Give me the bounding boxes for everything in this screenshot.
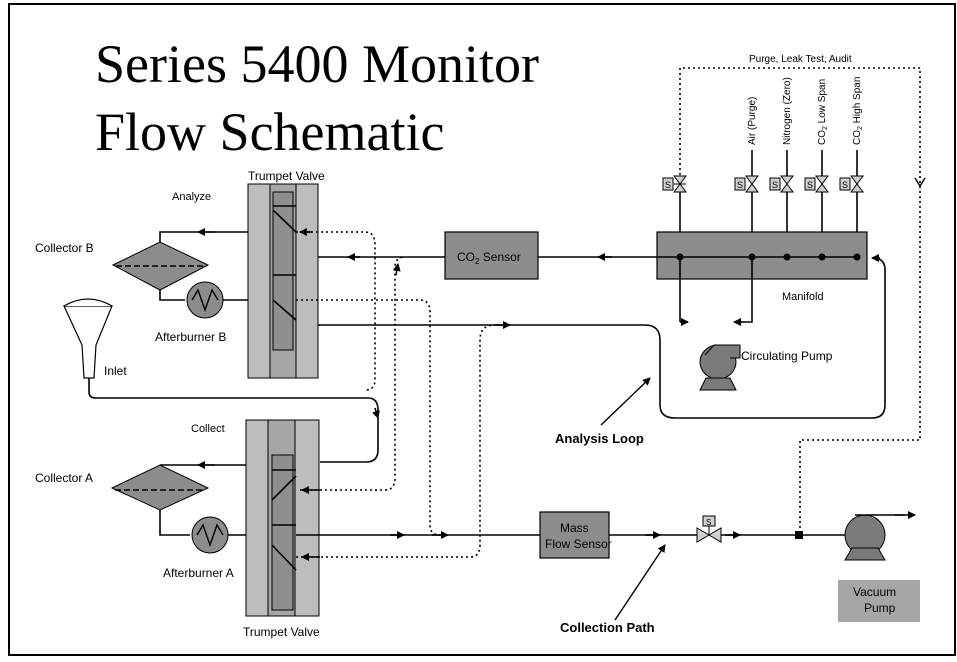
afterburner-a: Afterburner A <box>163 516 234 580</box>
trumpet-valve-top: Trumpet Valve <box>247 169 325 379</box>
analysis-loop-label: Analysis Loop <box>555 431 644 446</box>
mass-flow-sensor: Mass Flow Sensor <box>539 511 612 559</box>
svg-text:S: S <box>737 180 743 190</box>
collection-path: Collection Path <box>296 531 845 635</box>
collector-b-label: Collector B <box>35 241 94 255</box>
solenoid-valves-top: S S S S S <box>662 175 864 193</box>
trumpet-valve-top-label: Trumpet Valve <box>248 169 325 183</box>
solenoid-valve-low-span: S <box>804 175 829 193</box>
circulating-pump-label: Circulating Pump <box>741 349 833 363</box>
purge-line-label: Purge, Leak Test, Audit <box>749 54 852 65</box>
co2-low-span-label: CO2 Low Span <box>817 79 829 145</box>
inlet-label: Inlet <box>104 364 127 378</box>
analyze-label: Analyze <box>172 191 211 203</box>
svg-text:S: S <box>807 180 813 190</box>
mass-flow-label-1: Mass <box>560 521 589 535</box>
trumpet-valve-bottom: Trumpet Valve <box>243 419 320 639</box>
title-line-1: Series 5400 Monitor <box>95 34 539 94</box>
circulating-pump: Circulating Pump <box>679 257 833 391</box>
collector-a-label: Collector A <box>35 471 93 485</box>
svg-text:S: S <box>842 180 848 190</box>
purge-line: Purge, Leak Test, Audit <box>679 54 926 538</box>
analysis-loop: Analysis Loop <box>300 254 886 446</box>
title-line-2: Flow Schematic <box>95 102 444 162</box>
slide-border <box>8 3 956 656</box>
solenoid-valve-purge: S <box>662 175 687 193</box>
collection-path-label: Collection Path <box>560 620 655 635</box>
solenoid-valve-high-span: S <box>839 175 864 193</box>
collector-a: Collector A <box>35 464 210 511</box>
inlet: Inlet <box>63 298 127 379</box>
co2-sensor-label: CO2 Sensor <box>457 250 521 266</box>
svg-text:S: S <box>665 180 671 190</box>
trumpet-valve-bottom-label: Trumpet Valve <box>243 625 320 639</box>
afterburner-a-label: Afterburner A <box>163 566 234 580</box>
collector-b: Collector B <box>35 241 210 291</box>
afterburner-b-label: Afterburner B <box>155 330 226 344</box>
gas-supplies: Air (Purge) Nitrogen (Zero) CO2 Low Span… <box>747 77 864 176</box>
air-purge-label: Air (Purge) <box>747 97 758 145</box>
afterburner-b: Afterburner B <box>155 281 226 344</box>
nitrogen-zero-label: Nitrogen (Zero) <box>782 77 793 145</box>
collect-label: Collect <box>191 423 225 435</box>
manifold-label: Manifold <box>782 291 824 303</box>
solenoid-valve-collection: S <box>696 515 722 543</box>
co2-high-span-label: CO2 High Span <box>852 77 864 145</box>
manifold: Manifold <box>656 231 868 303</box>
vacuum-pump-label-1: Vacuum <box>853 585 896 599</box>
co2-sensor: CO2 Sensor <box>444 231 539 280</box>
vacuum-pump-label-2: Pump <box>864 601 896 615</box>
svg-text:S: S <box>706 518 711 527</box>
solenoid-valve-air: S <box>734 175 759 193</box>
mass-flow-label-2: Flow Sensor <box>545 537 612 551</box>
vacuum-pump: Vacuum Pump <box>838 511 920 622</box>
solenoid-valve-nitrogen: S <box>769 175 794 193</box>
svg-text:S: S <box>772 180 778 190</box>
